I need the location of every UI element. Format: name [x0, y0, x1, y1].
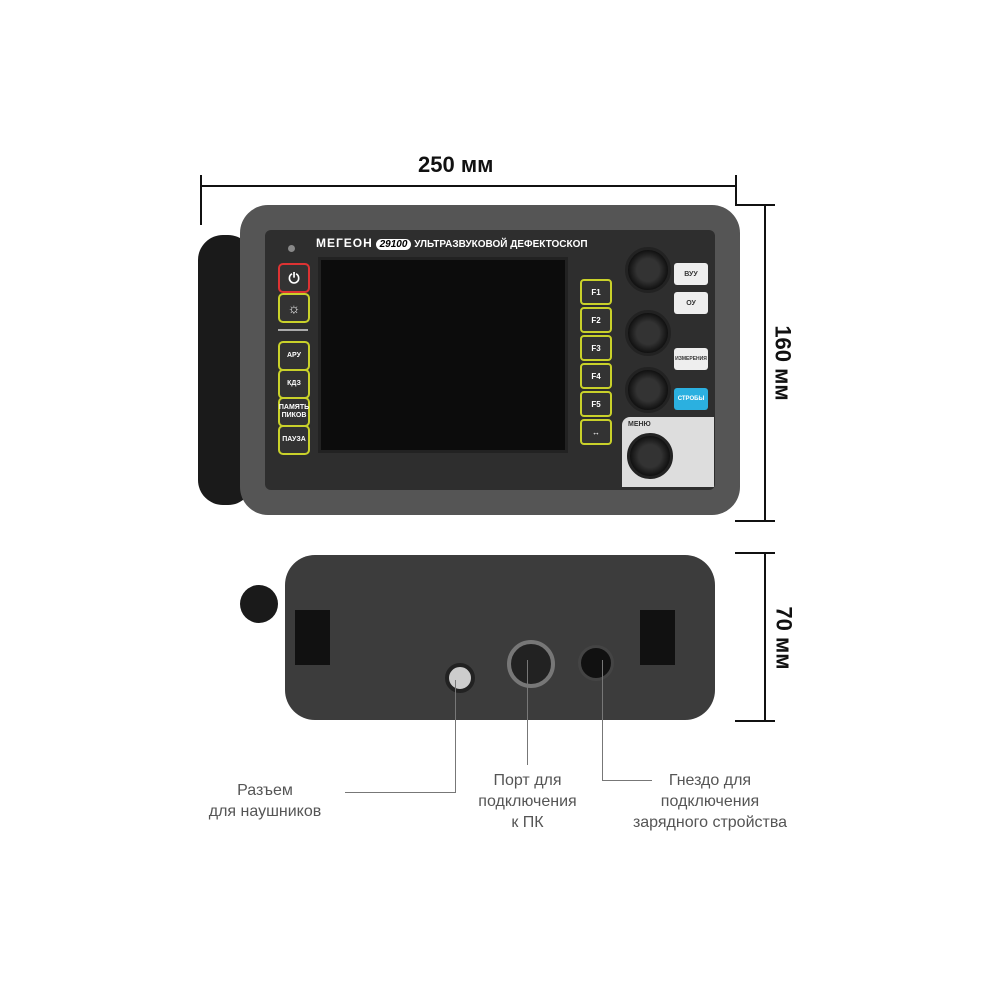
f2-button[interactable]: F2 [580, 307, 612, 333]
f5-button[interactable]: F5 [580, 391, 612, 417]
headphone-jack [445, 663, 475, 693]
charger-leader-h [602, 780, 652, 781]
width-dimension-line [202, 185, 735, 187]
device-front: МЕГЕОН 29100 УЛЬТРАЗВУКОВОЙ ДЕФЕКТОСКОП … [240, 205, 740, 515]
height-dimension-line [764, 205, 766, 520]
caption-line: Гнездо для [668, 772, 752, 789]
knob-1[interactable] [625, 247, 671, 293]
depth-tick-bottom [735, 720, 775, 722]
pc-port-caption: Порт для подключения к ПК [455, 770, 600, 833]
knob-2[interactable] [625, 310, 671, 356]
kdz-button[interactable]: КДЗ [278, 369, 310, 399]
caption-line: зарядного стройства [632, 814, 788, 831]
caption-line: Разъем [237, 782, 293, 799]
divider [278, 329, 308, 331]
menu-label: МЕНЮ [628, 421, 651, 428]
width-tick-right [735, 175, 737, 205]
aru-button[interactable]: АРУ [278, 341, 310, 371]
brand-logo: МЕГЕОН [316, 236, 373, 250]
ou-button[interactable]: ОУ [674, 292, 708, 314]
power-button[interactable]: ⏻ [278, 263, 310, 293]
height-tick-bottom [735, 520, 775, 522]
headphones-leader [455, 680, 456, 792]
gates-button[interactable]: СТРОБЫ [674, 388, 708, 410]
device-title: УЛЬТРАЗВУКОВОЙ ДЕФЕКТОСКОП [414, 239, 588, 250]
charger-socket [578, 645, 614, 681]
menu-area: МЕНЮ [622, 417, 714, 487]
brightness-button[interactable]: ☼ [278, 293, 310, 323]
measure-button[interactable]: ИЗМЕРЕНИЯ [674, 348, 708, 370]
menu-knob[interactable] [627, 433, 673, 479]
pc-port-leader [527, 660, 528, 765]
charger-caption: Гнездо для подключения зарядного стройст… [605, 770, 815, 833]
slot-right [640, 610, 675, 665]
f1-button[interactable]: F1 [580, 279, 612, 305]
caption-line: для наушников [208, 803, 322, 820]
depth-dimension-line [764, 553, 766, 720]
caption-line: подключения [478, 793, 577, 810]
freeze-button[interactable]: ↔ [580, 419, 612, 445]
led-indicator [288, 245, 295, 252]
slot-left [295, 610, 330, 665]
model-badge: 29100 [375, 239, 412, 250]
device-bottom-view [285, 555, 715, 720]
f3-button[interactable]: F3 [580, 335, 612, 361]
caption-line: подключения [660, 793, 760, 810]
peak-memory-button[interactable]: ПАМЯТЬ ПИКОВ [278, 397, 310, 427]
knob-3[interactable] [625, 367, 671, 413]
headphones-leader-h [345, 792, 456, 793]
headphones-caption: Разъем для наушников [190, 780, 340, 822]
height-dimension-label: 160 мм [770, 325, 796, 401]
width-dimension-label: 250 мм [418, 152, 494, 177]
pc-port [507, 640, 555, 688]
display-screen [318, 257, 568, 453]
depth-tick-top [735, 552, 775, 554]
caption-line: к ПК [511, 814, 544, 831]
caption-line: Порт для [493, 772, 562, 789]
side-knob [240, 585, 278, 623]
f4-button[interactable]: F4 [580, 363, 612, 389]
pause-button[interactable]: ПАУЗА [278, 425, 310, 455]
width-tick-left [200, 175, 202, 225]
brand-title: МЕГЕОН 29100 УЛЬТРАЗВУКОВОЙ ДЕФЕКТОСКОП [316, 236, 588, 250]
vuu-button[interactable]: ВУУ [674, 263, 708, 285]
height-tick-top [735, 204, 775, 206]
depth-dimension-label: 70 мм [771, 606, 797, 670]
charger-leader [602, 660, 603, 780]
